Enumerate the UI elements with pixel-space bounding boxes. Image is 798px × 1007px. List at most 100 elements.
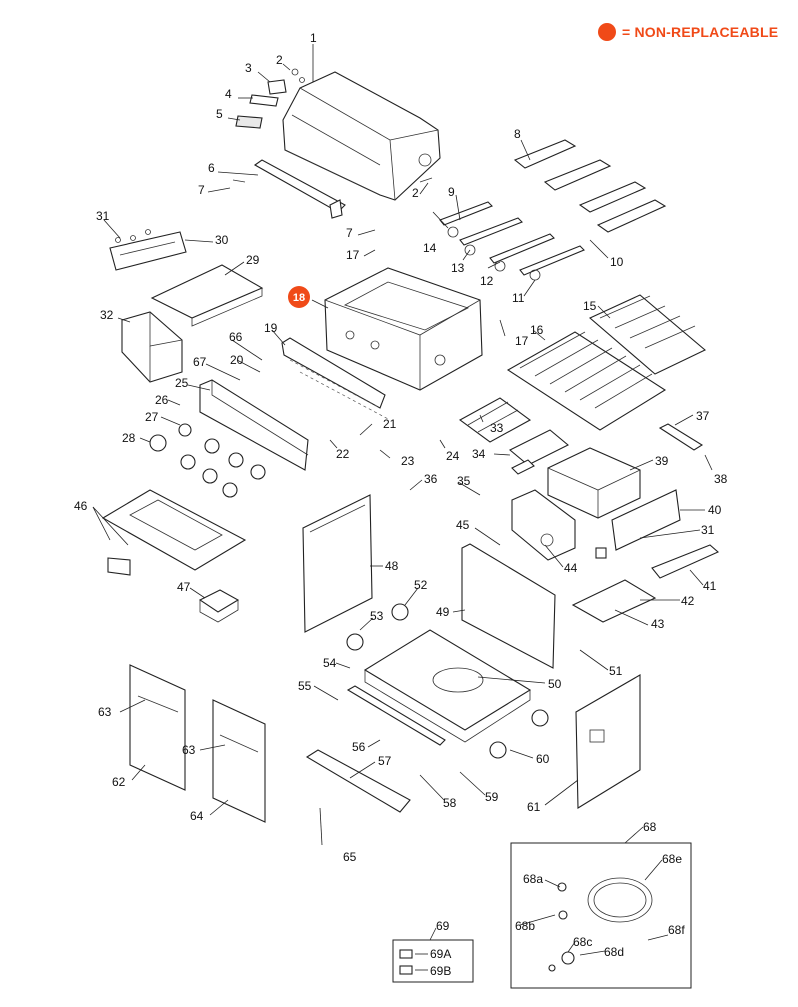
callout-label: 47 xyxy=(177,580,191,594)
callout-label: 65 xyxy=(343,850,357,864)
part-firebox xyxy=(324,267,483,391)
callout-label: 68 xyxy=(643,820,657,834)
callout-label: 49 xyxy=(436,605,450,619)
callout-label: 20 xyxy=(230,353,244,367)
part-cabinet-left-panel xyxy=(302,494,373,633)
part-cabinet-right-side xyxy=(575,674,641,809)
callout-label: 11 xyxy=(512,291,525,305)
callout-label: 35 xyxy=(457,474,471,488)
legend: = NON-REPLACEABLE xyxy=(598,20,778,44)
part-drip-tray xyxy=(101,489,247,576)
callout-label: 63 xyxy=(182,743,196,757)
callout-label: 27 xyxy=(145,410,159,424)
callout-label: 42 xyxy=(681,594,695,608)
callout-label: 10 xyxy=(610,255,624,269)
part-handle xyxy=(232,159,433,219)
part-grease-cup xyxy=(198,589,240,623)
callout-label: 63 xyxy=(98,705,112,719)
callout-label: 6 xyxy=(208,161,215,175)
callout-label: 16 xyxy=(530,323,544,337)
callout-label: 48 xyxy=(385,559,399,573)
part-side-burner-bracket xyxy=(658,423,704,451)
part-front-rail xyxy=(346,685,446,746)
callout-label: 68d xyxy=(604,945,624,959)
callout-label: 64 xyxy=(190,809,204,823)
callout-label: 31 xyxy=(96,209,110,223)
callout-label: 12 xyxy=(480,274,494,288)
part-casters xyxy=(346,603,549,759)
callout-label: 59 xyxy=(485,790,499,804)
part-control-panel xyxy=(199,379,309,471)
callout-label: 57 xyxy=(378,754,392,768)
callout-label: 50 xyxy=(548,677,562,691)
callout-label: 1 xyxy=(310,31,317,45)
callout-label: 13 xyxy=(451,261,465,275)
callout-label: 30 xyxy=(215,233,229,247)
callout-label: 54 xyxy=(323,656,337,670)
part-burners xyxy=(439,201,585,281)
callout-label: 56 xyxy=(352,740,366,754)
callout-label: 31 xyxy=(701,523,715,537)
part-side-burner-housing xyxy=(547,447,641,519)
part-door-right xyxy=(212,699,266,823)
callout-label: 4 xyxy=(225,87,232,101)
callout-label: 58 xyxy=(443,796,457,810)
part-side-shelf-left xyxy=(150,264,264,327)
callout-label: 24 xyxy=(446,449,460,463)
callout-label: 19 xyxy=(264,321,278,335)
callout-label: 7 xyxy=(198,183,205,197)
callout-label: 68c xyxy=(573,935,592,949)
callout-label: 2 xyxy=(412,186,419,200)
part-hood-small-parts xyxy=(235,68,305,129)
callout-label: 21 xyxy=(383,417,397,431)
callout-label: 15 xyxy=(583,299,597,313)
callout-label: 55 xyxy=(298,679,312,693)
callout-label: 3 xyxy=(245,61,252,75)
callout-label: 68e xyxy=(662,852,682,866)
callout-label: 37 xyxy=(696,409,710,423)
non-replaceable-marker-icon xyxy=(598,23,616,41)
part-heat-shield xyxy=(281,337,391,421)
callout-label: 36 xyxy=(424,472,438,486)
callout-label: 66 xyxy=(229,330,243,344)
callout-labels: 1 2 3 4 5 6 7 2 8 9 14 31 30 29 7 17 13 … xyxy=(74,31,728,978)
part-door-left xyxy=(129,664,186,791)
callout-label: 5 xyxy=(216,107,223,121)
callout-label: 14 xyxy=(423,241,437,255)
callout-label: 69B xyxy=(430,964,451,978)
callout-label: 43 xyxy=(651,617,665,631)
part-left-panel-box xyxy=(121,311,183,383)
callout-label: 34 xyxy=(472,447,486,461)
callout-label: 25 xyxy=(175,376,189,390)
callout-label: 9 xyxy=(448,185,455,199)
callout-label: 46 xyxy=(74,499,88,513)
part-cooking-grates xyxy=(506,294,707,431)
screw-bag-items xyxy=(399,949,428,975)
part-right-side-panel xyxy=(611,489,681,551)
non-replaceable-callout-18: 18 xyxy=(288,286,310,308)
callout-label: 69 xyxy=(436,919,450,933)
part-hose-kit xyxy=(510,842,692,989)
part-cabinet-base xyxy=(363,629,532,743)
callout-label: 39 xyxy=(655,454,669,468)
part-lid xyxy=(282,71,441,201)
callout-label: 67 xyxy=(193,355,207,369)
callout-label: 17 xyxy=(515,334,529,348)
callout-label: 69A xyxy=(430,947,451,961)
callout-label: 28 xyxy=(122,431,136,445)
callout-label: 44 xyxy=(564,561,578,575)
part-knobs xyxy=(149,423,266,498)
callout-label: 68f xyxy=(668,923,685,937)
callout-label: 53 xyxy=(370,609,384,623)
callout-label: 62 xyxy=(112,775,126,789)
part-side-burner-valve-box xyxy=(511,489,576,561)
callout-label: 23 xyxy=(401,454,415,468)
callout-label: 60 xyxy=(536,752,550,766)
part-flame-tamers xyxy=(458,397,532,443)
callout-label: 38 xyxy=(714,472,728,486)
part-right-shelf xyxy=(571,544,720,623)
part-lighter-rod xyxy=(319,807,323,846)
part-rear-shelf-bracket xyxy=(109,229,187,271)
part-heat-plates xyxy=(513,139,667,233)
